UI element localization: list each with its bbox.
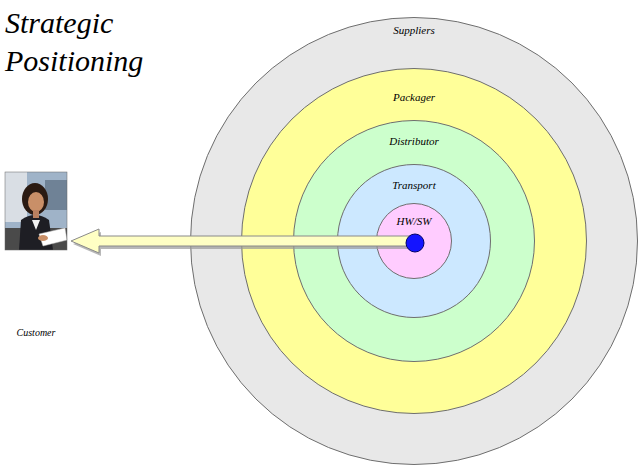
ring-label: HW/SW [376,215,452,228]
ring-label: Distributor [293,135,535,148]
slide-title: Strategic Positioning [5,4,177,80]
block-arrow [71,229,416,256]
ring-label: Transport [337,179,491,192]
centre-dot [406,234,424,252]
customer-photo [2,170,70,340]
ring-label: Packager [241,91,587,104]
customer-figure: Customer [2,170,70,340]
customer-label: Customer [2,327,70,339]
ring-label: Suppliers [190,24,638,37]
